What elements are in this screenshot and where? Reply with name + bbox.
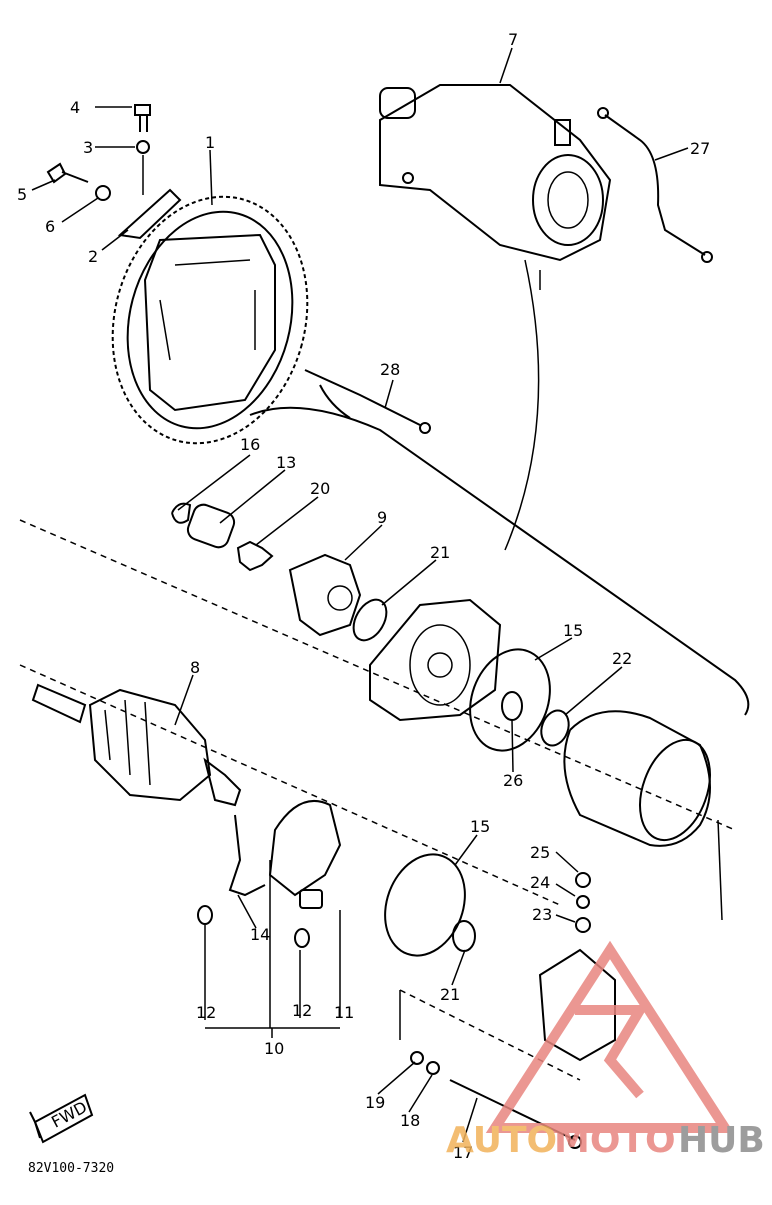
callout-21b: 21 bbox=[440, 985, 460, 1004]
watermark-text-auto: AUTO bbox=[446, 1120, 557, 1161]
callout-23: 23 bbox=[532, 905, 552, 924]
ring-gear-part-1 bbox=[111, 195, 309, 445]
o-rings-group bbox=[469, 648, 570, 752]
callout-15b: 15 bbox=[470, 817, 490, 836]
diagram-code: 82V100-7320 bbox=[28, 1161, 114, 1176]
callout-12a: 12 bbox=[196, 1003, 216, 1022]
leader-lines bbox=[31, 47, 689, 1143]
assembly-guide-lines bbox=[19, 259, 750, 1081]
callout-7: 7 bbox=[508, 30, 518, 49]
callout-19: 19 bbox=[365, 1093, 385, 1112]
clutch-pinion-group bbox=[171, 502, 388, 642]
callout-4: 4 bbox=[70, 98, 80, 117]
forward-arrow-icon: FWD bbox=[29, 1093, 94, 1144]
callout-5: 5 bbox=[17, 185, 27, 204]
lead-wire-part-27 bbox=[597, 107, 713, 263]
watermark-triangle-icon bbox=[485, 940, 735, 1133]
brush-plate-group bbox=[197, 800, 342, 1038]
callout-14: 14 bbox=[250, 925, 270, 944]
callout-2: 2 bbox=[88, 247, 98, 266]
callout-6: 6 bbox=[45, 217, 55, 236]
callout-12b: 12 bbox=[292, 1001, 312, 1020]
callout-20: 20 bbox=[310, 479, 330, 498]
callout-26: 26 bbox=[503, 771, 523, 790]
watermark-text-moto: MOTO bbox=[554, 1120, 676, 1161]
lead-wire-part-28 bbox=[304, 369, 431, 434]
callout-3: 3 bbox=[83, 138, 93, 157]
callout-28: 28 bbox=[380, 360, 400, 379]
callout-16: 16 bbox=[240, 435, 260, 454]
callout-27: 27 bbox=[690, 139, 710, 158]
yoke-housing bbox=[563, 710, 711, 847]
autohub-watermark-logo: AUTO MOTO HUB bbox=[446, 940, 765, 1161]
callout-13: 13 bbox=[276, 453, 296, 472]
armature-part-8 bbox=[31, 683, 242, 807]
starter-motor-part-7 bbox=[379, 84, 612, 262]
callout-21a: 21 bbox=[430, 543, 450, 562]
callout-17: 17 bbox=[453, 1143, 473, 1162]
callout-numbers: 1 2 3 4 5 6 7 8 9 10 11 12 12 13 14 15 1… bbox=[17, 30, 710, 1162]
bracket-bolts-group bbox=[46, 104, 182, 240]
callout-22: 22 bbox=[612, 649, 632, 668]
callout-18: 18 bbox=[400, 1111, 420, 1130]
callout-8: 8 bbox=[190, 658, 200, 677]
callout-10: 10 bbox=[264, 1039, 284, 1058]
callout-11: 11 bbox=[334, 1003, 354, 1022]
callout-1: 1 bbox=[205, 133, 215, 152]
callout-24: 24 bbox=[530, 873, 550, 892]
callout-9: 9 bbox=[377, 508, 387, 527]
callout-25: 25 bbox=[530, 843, 550, 862]
front-cover-housing bbox=[369, 598, 502, 722]
callout-15a: 15 bbox=[563, 621, 583, 640]
watermark-inner-mark-icon bbox=[575, 1005, 649, 1099]
watermark-text-hub: HUB bbox=[678, 1120, 765, 1161]
